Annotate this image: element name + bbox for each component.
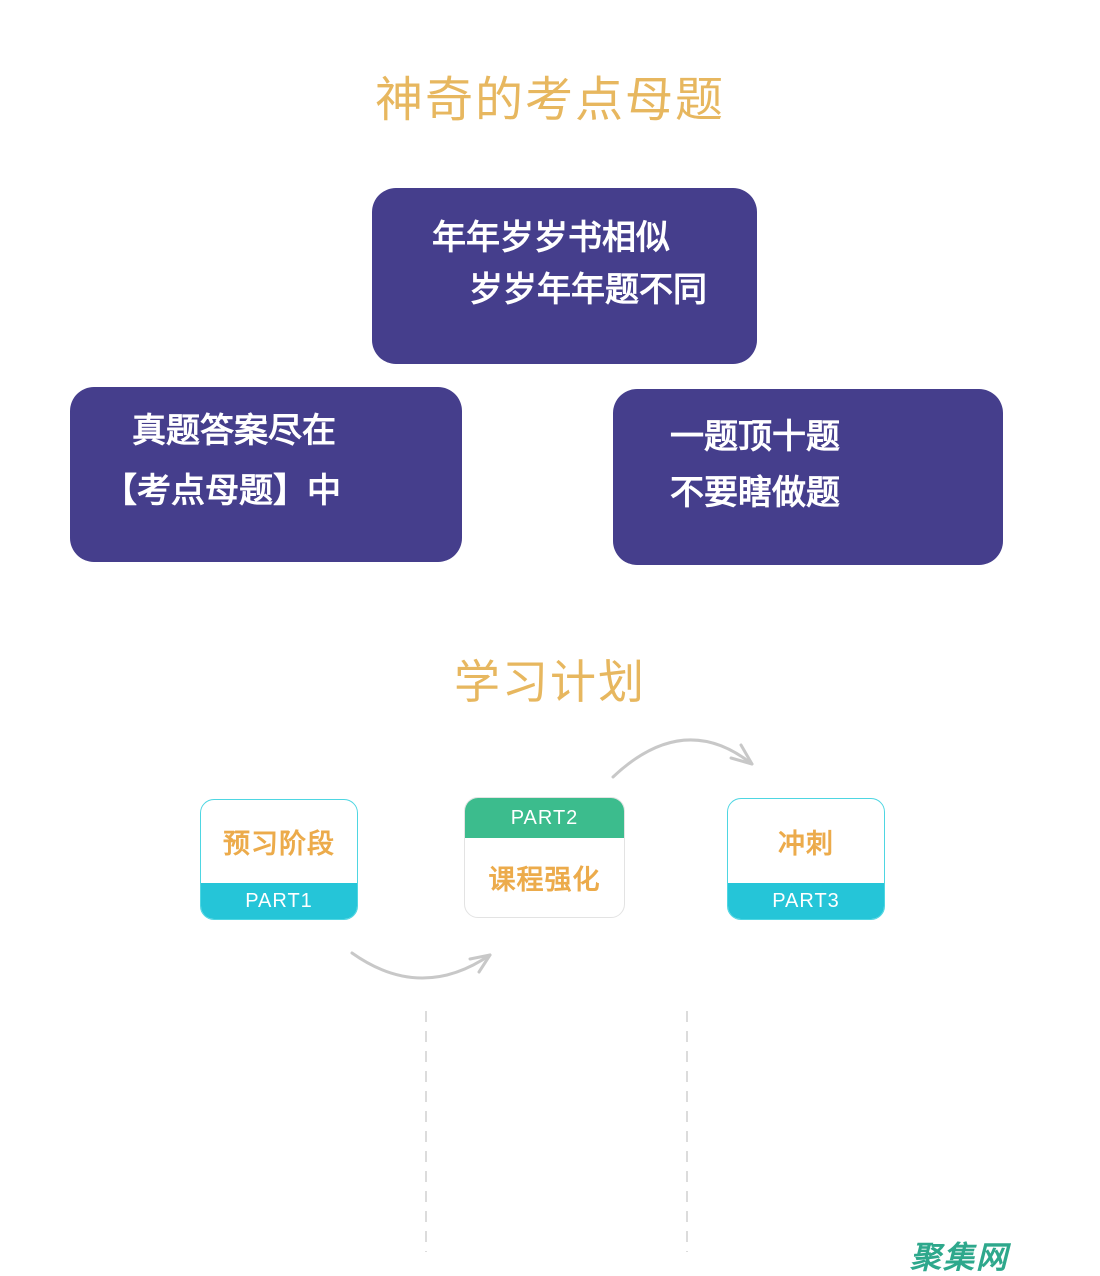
section1-title: 神奇的考点母题 [374,74,725,127]
plan-card-part2: PART2 课程强化 [464,797,625,918]
quote-box-right: 一题顶十题 不要瞎做题 [613,389,1003,565]
quote-line: 真题答案尽在 [132,412,336,450]
quote-line: 【考点母题】中 [103,472,341,510]
quote-line: 年年岁岁书相似 [432,219,670,257]
card-stage-label: 课程强化 [488,865,601,895]
card-part-badge: PART3 [728,883,884,919]
quote-box-top: 年年岁岁书相似 岁岁年年题不同 [372,188,757,364]
quote-line: 岁岁年年题不同 [469,271,707,309]
section2-title: 学习计划 [454,657,646,708]
plan-card-part1: 预习阶段 PART1 [200,799,358,920]
quote-line: 一题顶十题 [670,418,840,456]
card-stage-label: 冲刺 [778,828,834,859]
watermark: 聚集网 [910,1240,1009,1275]
card-part-badge: PART1 [201,883,357,919]
quote-box-left: 真题答案尽在 【考点母题】中 [70,387,462,562]
card-stage-label: 预习阶段 [223,829,335,859]
arrowhead-icon [468,953,492,974]
arrow-part1-to-part2 [350,951,492,980]
card-part-badge: PART2 [465,798,624,838]
arrow-part2-to-part3 [611,738,754,779]
arrowhead-icon [729,743,754,766]
plan-card-part3: 冲刺 PART3 [727,798,885,920]
quote-line: 不要瞎做题 [670,474,840,512]
